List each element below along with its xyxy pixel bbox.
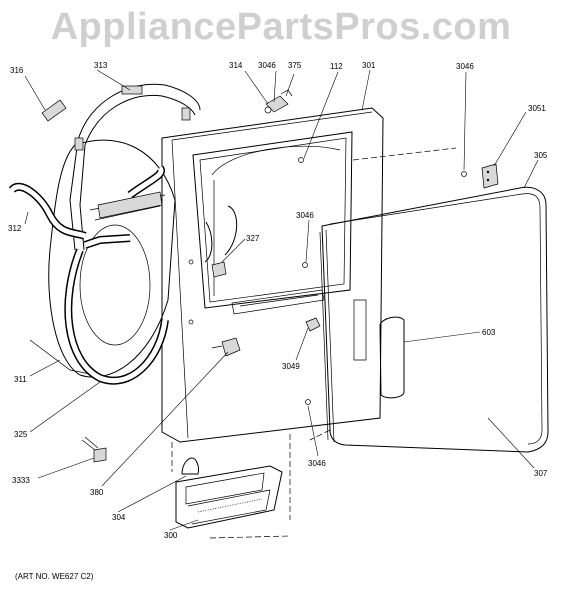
callout-380: 380 [90, 488, 104, 497]
callout-375: 375 [288, 61, 302, 70]
callout-3049: 3049 [282, 362, 300, 371]
callout-112: 112 [330, 62, 343, 71]
part-3049 [305, 317, 321, 332]
screws-3046 [298, 157, 467, 405]
callout-316: 316 [10, 66, 24, 75]
knob-304 [181, 457, 199, 475]
callout-325: 325 [14, 430, 28, 439]
callout-300: 300 [164, 531, 178, 540]
leader-lines [24, 69, 539, 531]
bearing-ring-313 [69, 83, 201, 251]
callout-327: 327 [246, 234, 260, 243]
lint-filter-300 [175, 465, 283, 529]
alignment-lines [171, 147, 457, 539]
callout-304: 304 [112, 513, 126, 522]
door-305 [319, 186, 549, 453]
callout-3333: 3333 [12, 476, 30, 485]
callout-3046-bottom: 3046 [308, 459, 326, 468]
watermark: AppliancePartsPros.com [50, 6, 512, 48]
clip-316 [41, 99, 67, 122]
callout-3046-right: 3046 [456, 62, 474, 71]
callout-314: 314 [229, 61, 243, 70]
switch-375 [264, 89, 293, 114]
callout-313: 313 [94, 61, 108, 70]
gasket-312 [8, 165, 165, 240]
art-number: (ART NO. WE627 C2) [15, 572, 94, 581]
callout-307: 307 [534, 469, 548, 478]
part-380 [211, 337, 241, 357]
callout-3046-mid: 3046 [296, 211, 314, 220]
bracket-3051 [481, 163, 499, 189]
callout-311: 311 [14, 375, 27, 384]
callout-labels: 316 313 314 3046 375 112 301 3046 3051 3… [8, 61, 548, 540]
callout-312: 312 [8, 224, 22, 233]
callout-3046-top: 3046 [258, 61, 276, 70]
seal-325 [64, 234, 169, 385]
callout-603: 603 [482, 328, 496, 337]
hinge-327 [204, 205, 238, 278]
callout-3051: 3051 [528, 104, 546, 113]
callout-301: 301 [362, 61, 376, 70]
callout-305: 305 [534, 151, 548, 160]
part-3333 [81, 436, 107, 463]
front-panel-301 [161, 107, 384, 443]
